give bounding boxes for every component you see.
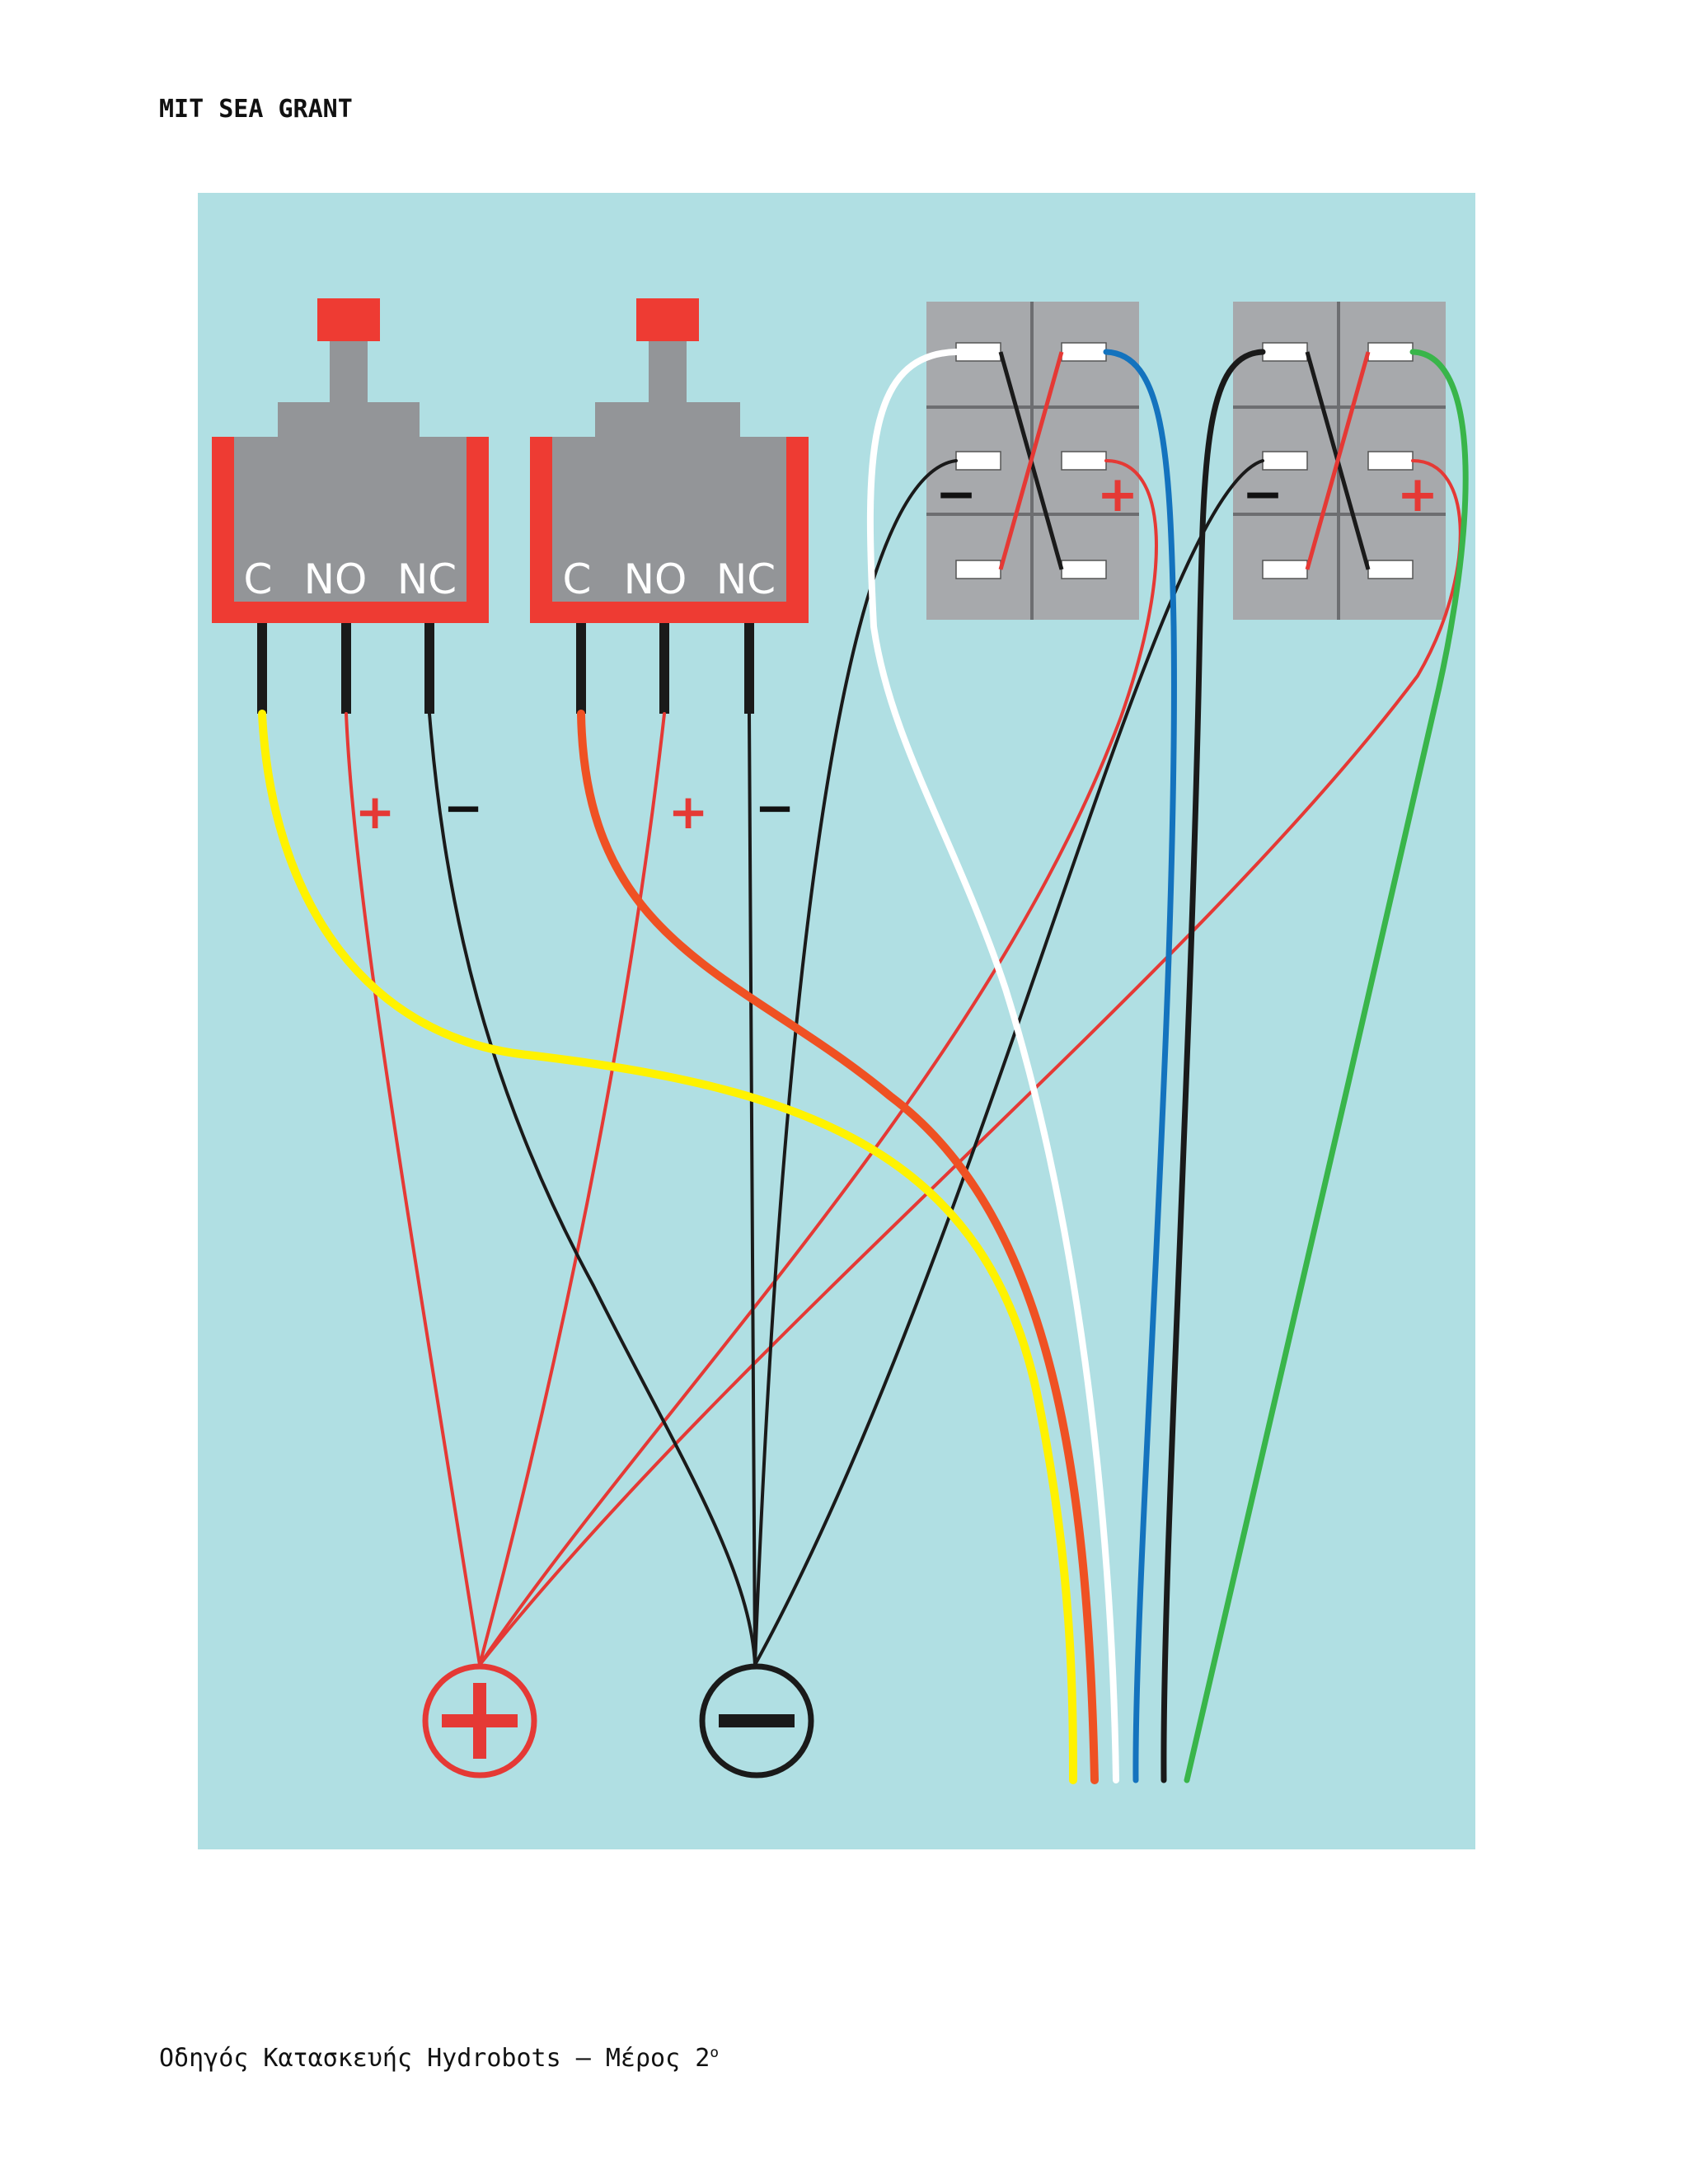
dpdt-switch-1: − +	[926, 302, 1139, 620]
header-title: MIT SEA GRANT	[159, 95, 353, 124]
switch-2-label-c: C	[563, 555, 592, 603]
switch-2-plus-label: +	[668, 784, 709, 840]
wire-black-dpdt2-minus	[753, 459, 1264, 1666]
wire-yellow-sw1-c	[258, 710, 1077, 1784]
toggle-switch-2: C NO NC	[530, 298, 809, 714]
dpdt-1-plus-label: +	[1097, 466, 1138, 523]
wires	[258, 349, 1469, 1784]
wire-blue-dpdt1	[1103, 349, 1177, 1783]
footer-title: Οδηγός Κατασκευής Hydrobots – Μέρος 2	[159, 2044, 710, 2073]
wire-green-dpdt2	[1184, 349, 1469, 1783]
switch-1-label-c: C	[244, 555, 273, 603]
wire-red-sw1-no	[345, 712, 481, 1666]
wire-red-dpdt2-plus	[478, 459, 1462, 1666]
dpdt-2-minus-label: −	[1242, 466, 1283, 523]
minus-circle-icon	[699, 1663, 814, 1779]
wire-red-dpdt1-plus	[478, 459, 1158, 1666]
switch-1-label-no: NO	[304, 555, 368, 603]
switch-2-minus-label: −	[755, 780, 795, 836]
wire-black-dpdt1-minus	[753, 459, 958, 1666]
dpdt-switch-2: − +	[1233, 302, 1446, 620]
switch-1-label-nc: NC	[397, 555, 457, 603]
wire-white-dpdt1	[866, 349, 1119, 1783]
wire-red-sw2-no	[478, 712, 666, 1666]
switch-1-minus-label: −	[443, 780, 484, 836]
dpdt-2-plus-label: +	[1397, 466, 1438, 523]
switch-1-plus-label: +	[355, 784, 396, 840]
wire-black-sw2-nc	[748, 712, 757, 1666]
wire-black-sw1-nc	[428, 712, 757, 1666]
footer-superscript: ο	[710, 2044, 720, 2061]
wire-orange-sw2-c	[577, 710, 1099, 1784]
footer-text: Οδηγός Κατασκευής Hydrobots – Μέρος 2ο	[159, 2044, 719, 2073]
switch-2-label-nc: NC	[716, 555, 776, 603]
switch-2-label-no: NO	[624, 555, 687, 603]
plus-circle-icon	[422, 1663, 537, 1779]
toggle-switch-1: C NO NC	[212, 298, 489, 714]
wire-black-dpdt2	[1160, 349, 1266, 1783]
dpdt-1-minus-label: −	[935, 466, 977, 523]
